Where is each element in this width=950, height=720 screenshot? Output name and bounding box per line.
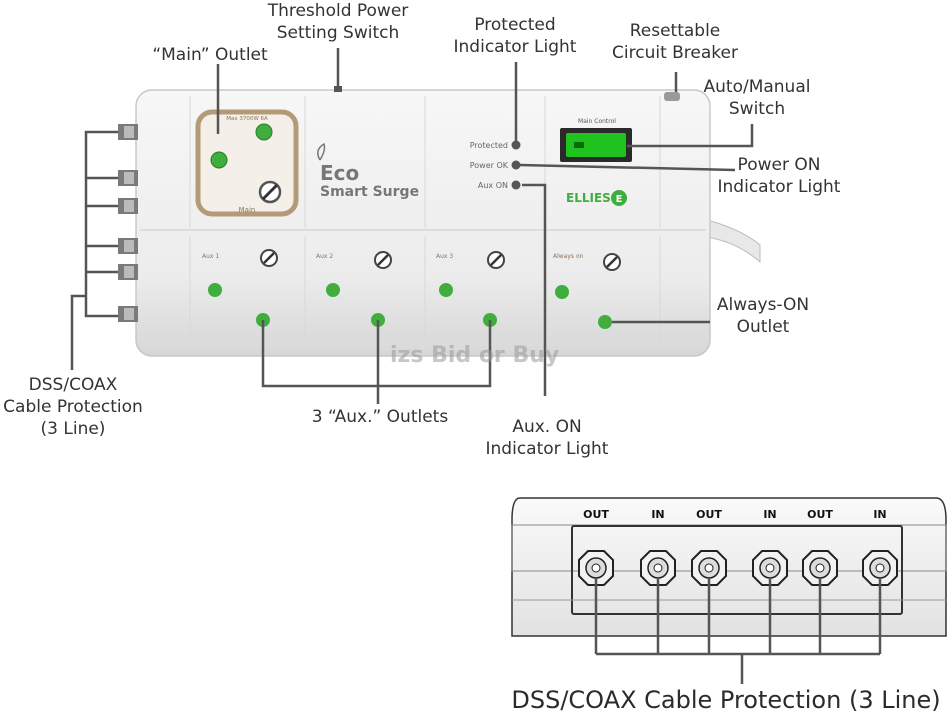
auto-manual-switch: Main Control (560, 118, 632, 162)
port-label-3: OUT (696, 508, 722, 521)
circuit-breaker-button (664, 92, 680, 101)
threshold-switch (334, 86, 342, 92)
protected-light (511, 140, 521, 150)
brand-eco: Eco (320, 161, 359, 185)
switch-panel-label: Main Control (578, 118, 616, 125)
label-dss-coax: DSS/COAX Cable Protection (3 Line) (3, 375, 143, 439)
indicator-aux-on-text: Aux ON (478, 181, 508, 190)
port-label-5: OUT (807, 508, 833, 521)
indicator-panel: Protected Power OK Aux ON (470, 140, 521, 190)
label-circuit-breaker: Resettable Circuit Breaker (612, 21, 738, 63)
aux-socket-label-1: Aux 1 (202, 253, 219, 260)
label-bottom-caption: DSS/COAX Cable Protection (3 Line) (511, 686, 941, 714)
label-aux-on: Aux. ON Indicator Light (485, 417, 609, 459)
ellies-logo: ELLIES E (566, 190, 627, 206)
port-label-1: OUT (583, 508, 609, 521)
brand-smart-surge: Smart Surge (320, 184, 419, 200)
power-ok-light (511, 160, 521, 170)
watermark: izs Bid or Buy (390, 343, 560, 368)
indicator-protected-text: Protected (470, 141, 508, 150)
label-always-on: Always-ON Outlet (716, 295, 810, 337)
coax-ports (578, 550, 898, 586)
eco-brand: Eco Smart Surge (317, 142, 419, 200)
always-on-socket: Always on (553, 253, 621, 329)
coax-port-labels: OUT IN OUT IN OUT IN (583, 508, 887, 521)
coax-panel: OUT IN OUT IN OUT IN (511, 497, 947, 684)
left-coax-connectors (118, 124, 138, 322)
aux-socket-label-2: Aux 2 (316, 253, 333, 260)
port-label-4: IN (763, 508, 776, 521)
label-aux-outlets: 3 “Aux.” Outlets (311, 407, 449, 427)
label-protected-light: Protected Indicator Light (453, 15, 577, 57)
main-socket-top-text: Max 3700W 6A (226, 116, 268, 122)
always-on-socket-label: Always on (553, 253, 584, 260)
svg-text:E: E (616, 194, 623, 205)
label-threshold-switch: Threshold Power Setting Switch (267, 1, 409, 43)
aux-socket-label-3: Aux 3 (436, 253, 453, 260)
indicator-power-ok-text: Power OK (470, 161, 509, 170)
power-cord (699, 217, 761, 264)
leader-lines (70, 48, 754, 404)
logo-text: ELLIES (566, 191, 611, 205)
aux-socket-1: Aux 1 (202, 249, 278, 327)
label-main-outlet: “Main” Outlet (152, 45, 268, 65)
port-label-6: IN (873, 508, 886, 521)
main-outlet: Max 3700W 6A Main (195, 109, 299, 217)
label-auto-manual: Auto/Manual Switch (703, 77, 811, 119)
label-power-on: Power ON Indicator Light (717, 155, 841, 197)
coax-leader-lines (594, 578, 882, 684)
aux-on-light (511, 180, 521, 190)
port-label-2: IN (651, 508, 664, 521)
main-socket-bottom-text: Main (239, 206, 256, 214)
